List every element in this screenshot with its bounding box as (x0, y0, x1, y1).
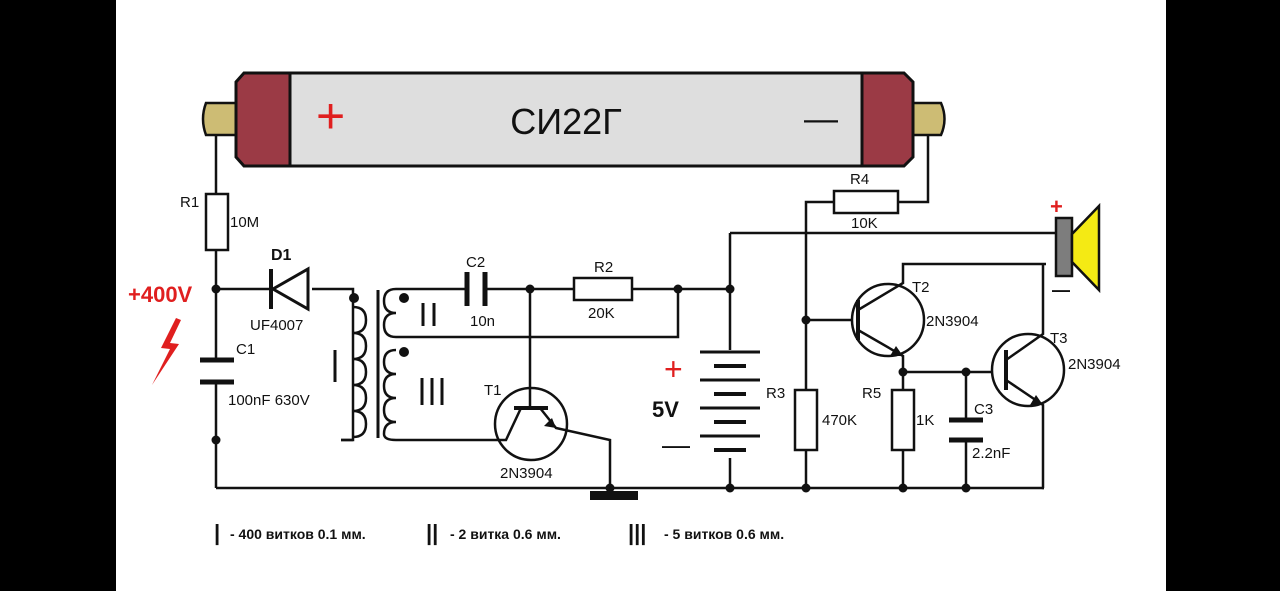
r3-value: 470K (822, 412, 857, 429)
tube-plus-sign: + (316, 88, 345, 144)
c1-ref: C1 (236, 341, 255, 358)
oscillator: T1 2N3904 C2 10n R2 20K (406, 254, 730, 488)
secondary-winding (352, 305, 368, 439)
tube-name: СИ22Г (510, 101, 621, 142)
circuit-schematic: + — СИ22Г R1 10M D1 UF4007 C1 100nF 630V… (128, 71, 1121, 545)
resistor-r2 (572, 276, 634, 302)
schematic-sheet: + — СИ22Г R1 10M D1 UF4007 C1 100nF 630V… (116, 0, 1166, 591)
tube-body (284, 71, 866, 168)
audio-section: + — R4 10K T2 2N3904 T3 2N3904 R3 470K R… (730, 135, 1121, 490)
r3-ref: R3 (766, 385, 785, 402)
r2-value: 20K (588, 305, 615, 322)
c3-ref: C3 (974, 401, 993, 418)
t1-value: 2N3904 (500, 465, 553, 482)
resistor-r5 (890, 388, 916, 452)
r2-ref: R2 (594, 259, 613, 276)
lightning-icon (152, 318, 181, 385)
c2-ref: C2 (466, 254, 485, 271)
resistor-r3 (793, 388, 819, 452)
c2-value: 10n (470, 313, 495, 330)
t3-ref: T3 (1050, 330, 1068, 347)
r5-value: 1K (916, 412, 934, 429)
speaker-minus-sign: — (1052, 280, 1070, 300)
hv-label: +400V (128, 282, 193, 307)
r1-value: 10M (230, 214, 259, 231)
c1-value: 100nF 630V (228, 392, 310, 409)
legend-marks-1: | (214, 520, 220, 545)
diode-d1 (269, 266, 310, 312)
d1-value: UF4007 (250, 317, 303, 334)
tube-pin-left (201, 101, 240, 137)
ground-symbol (590, 491, 638, 500)
legend-marks-3: ||| (628, 520, 646, 545)
legend-marks-2: || (426, 520, 438, 545)
winding-legend: | - 400 витков 0.1 мм. || - 2 витка 0.6 … (214, 520, 784, 545)
legend-text-1: - 400 витков 0.1 мм. (230, 526, 366, 542)
ground-bus (216, 483, 1044, 500)
geiger-tube: + — СИ22Г (201, 71, 946, 168)
tube-cap-right (860, 71, 915, 168)
resistor-r4 (832, 189, 900, 215)
primary-winding (382, 348, 498, 442)
r4-value: 10K (851, 215, 878, 232)
transistor-t3 (990, 332, 1066, 408)
speaker (1054, 216, 1074, 278)
t2-value: 2N3904 (926, 313, 979, 330)
t3-value: 2N3904 (1068, 356, 1121, 373)
d1-ref: D1 (271, 247, 292, 264)
transformer (333, 287, 680, 442)
t1-ref: T1 (484, 382, 502, 399)
resistor-r1 (204, 192, 230, 252)
tube-pin-right (909, 101, 946, 137)
battery: + — 5V (652, 233, 760, 488)
battery-voltage: 5V (652, 397, 679, 422)
r1-ref: R1 (180, 194, 199, 211)
c3-value: 2.2nF (972, 445, 1010, 462)
r4-ref: R4 (850, 171, 869, 188)
tube-cap-left (234, 71, 292, 168)
r5-ref: R5 (862, 385, 881, 402)
t2-ref: T2 (912, 279, 930, 296)
legend-text-2: - 2 витка 0.6 мм. (450, 526, 561, 542)
speaker-plus-sign: + (1050, 194, 1063, 219)
speaker-cone (1070, 202, 1101, 294)
legend-text-3: - 5 витков 0.6 мм. (664, 526, 784, 542)
hv-section: R1 10M D1 UF4007 C1 100nF 630V +400V (128, 135, 355, 488)
battery-minus-sign: — (662, 429, 690, 460)
tube-minus-sign: — (804, 100, 838, 138)
battery-plus-sign: + (664, 351, 683, 387)
